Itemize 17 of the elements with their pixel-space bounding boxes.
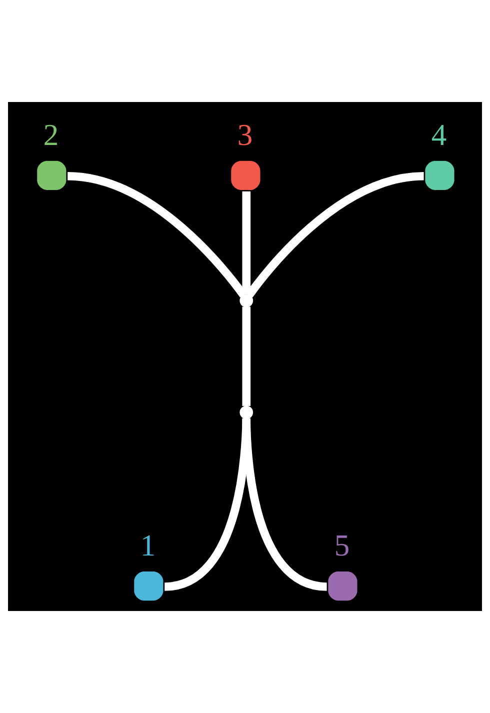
node-label: 1: [140, 528, 156, 563]
node-circle: [134, 572, 164, 601]
node-label: 2: [43, 118, 59, 152]
connector: [242, 191, 251, 294]
connector: [67, 172, 247, 298]
node-label: 5: [334, 528, 350, 563]
connector: [242, 306, 251, 406]
connector: [242, 418, 328, 591]
node-label: 4: [431, 118, 447, 152]
connector: [246, 172, 424, 298]
node-label: 3: [237, 118, 253, 152]
node-circle: [328, 572, 358, 601]
node-circle: [425, 160, 454, 190]
node-circle: [37, 160, 66, 190]
node-point: [240, 294, 254, 308]
node-circle: [231, 160, 260, 190]
node-point: [240, 406, 254, 420]
